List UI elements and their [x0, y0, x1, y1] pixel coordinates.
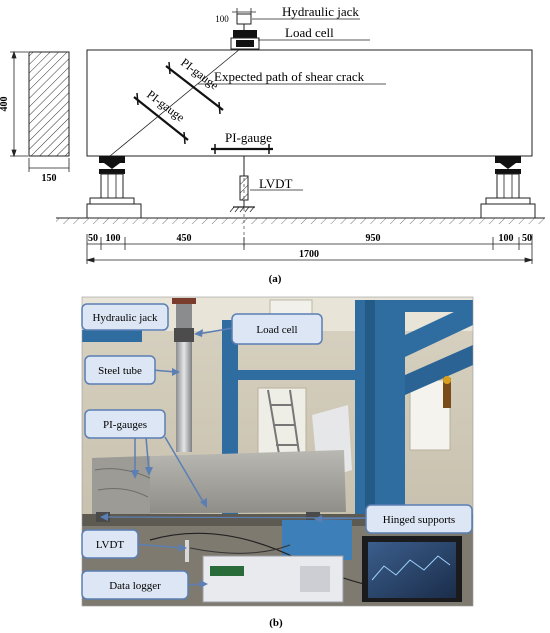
dim-50-left: 50	[88, 233, 98, 244]
section-width-dimension	[28, 158, 70, 172]
photo-load-cell	[174, 328, 194, 342]
caption-b: (b)	[269, 617, 283, 629]
callout-pi-gauges: PI-gauges	[84, 409, 207, 508]
photo-steel-tube	[176, 342, 192, 452]
lvdt-symbol	[229, 156, 255, 213]
callout-steel-tube: Steel tube	[84, 355, 180, 385]
photo-concrete-beam	[92, 450, 346, 514]
pi-gauge-diagonal-2	[133, 92, 189, 145]
section-height-dimension	[10, 50, 28, 158]
dim-total: 1700	[299, 249, 319, 260]
section-width-label: 150	[42, 173, 57, 184]
callout-hinged-supports-text: Hinged supports	[383, 514, 455, 526]
hydraulic-jack-label: Hydraulic jack	[282, 4, 359, 19]
callout-load-cell: Load cell	[194, 313, 323, 345]
schematic-diagram: 400 150 100 Hydraulic jack Load cell Exp…	[0, 4, 545, 285]
callout-hydraulic-jack: Hydraulic jack	[81, 303, 169, 331]
test-setup-photo: Hydraulic jack Load cell Steel tube PI-g…	[81, 296, 474, 629]
load-cell-label: Load cell	[285, 25, 334, 40]
pi-gauge-bottom-label: PI-gauge	[225, 130, 272, 145]
dim-100-right: 100	[499, 233, 514, 244]
beam-cross-section	[28, 51, 70, 157]
dim-450: 450	[177, 233, 192, 244]
pi-gauge-bottom	[211, 144, 273, 154]
callout-steel-tube-text: Steel tube	[98, 365, 142, 377]
right-support	[480, 156, 536, 219]
shear-crack-path	[109, 48, 241, 157]
callout-data-logger-text: Data logger	[109, 580, 161, 592]
callout-lvdt-text: LVDT	[96, 539, 125, 551]
callout-hinged-supports: Hinged supports	[100, 504, 473, 534]
left-support	[86, 156, 142, 219]
hydraulic-jack-symbol	[232, 8, 256, 30]
section-height-label: 400	[0, 97, 10, 112]
photo-hydraulic-jack	[176, 300, 192, 328]
jack-width-label: 100	[215, 14, 229, 24]
ground-hatch	[56, 218, 545, 224]
shear-crack-label: Expected path of shear crack	[214, 69, 365, 84]
callout-load-cell-text: Load cell	[256, 324, 297, 336]
caption-a: (a)	[269, 273, 282, 285]
callout-hydraulic-jack-text: Hydraulic jack	[92, 312, 158, 324]
callout-pi-gauges-text: PI-gauges	[103, 419, 147, 431]
dim-50-right: 50	[522, 233, 532, 244]
dim-950: 950	[366, 233, 381, 244]
span-dimensions	[85, 160, 534, 264]
callout-lvdt: LVDT	[81, 529, 187, 559]
beam-elevation	[86, 49, 533, 157]
dim-100-left: 100	[106, 233, 121, 244]
pi-gauge-diagonal-1	[165, 61, 224, 115]
load-cell-symbol	[233, 30, 257, 38]
lvdt-label: LVDT	[259, 176, 293, 191]
callout-data-logger: Data logger	[81, 570, 208, 600]
